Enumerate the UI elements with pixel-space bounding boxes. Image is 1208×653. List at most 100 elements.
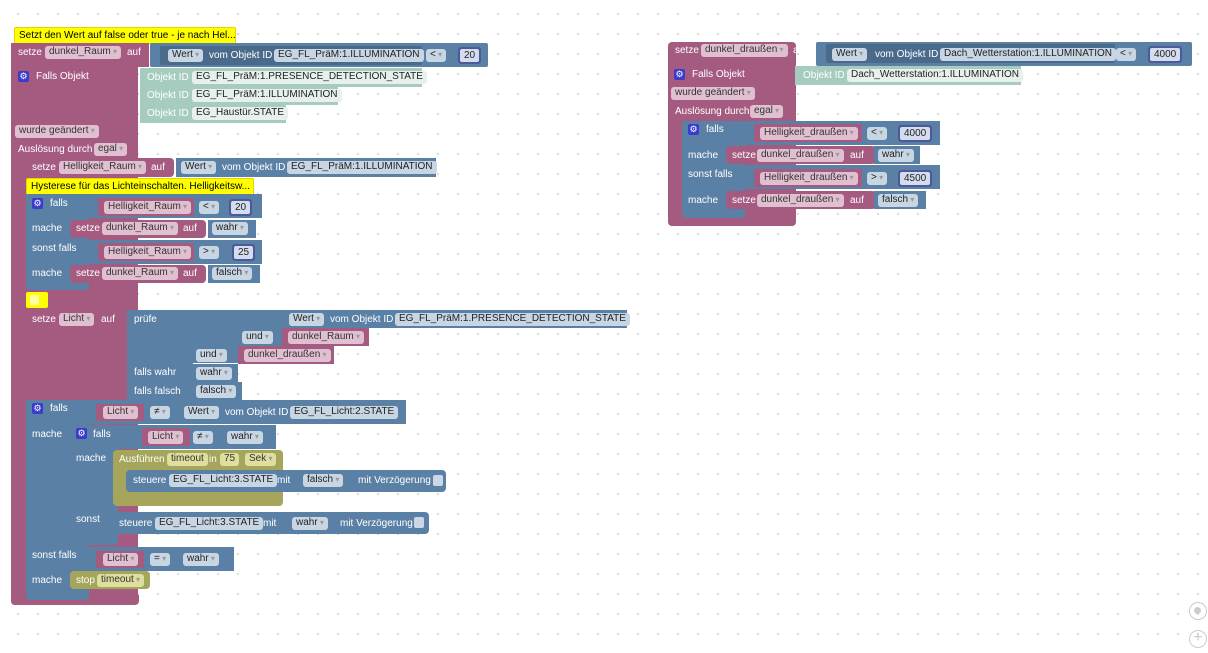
unit-dropdown[interactable]: Sek xyxy=(245,453,277,466)
bool-dropdown[interactable]: falsch xyxy=(196,385,237,398)
gear-icon[interactable]: ⚙ xyxy=(674,69,685,80)
mache-label: mache xyxy=(688,150,719,161)
mit-label: mit xyxy=(277,475,291,486)
var-dropdown[interactable]: dunkel_Raum xyxy=(288,331,364,344)
trigger-object-id[interactable]: EG_FL_PräM:1.ILLUMINATION xyxy=(192,89,342,102)
number-value[interactable]: 20 xyxy=(231,201,251,214)
ack-dropdown[interactable]: egal xyxy=(750,105,784,118)
objekt-id-label: Objekt ID xyxy=(147,90,189,101)
operator-dropdown[interactable]: > xyxy=(867,172,888,185)
comment-1[interactable]: Setzt den Wert auf false oder true - je … xyxy=(14,27,236,44)
bool-dropdown[interactable]: wahr xyxy=(196,367,232,380)
number-value[interactable]: 25 xyxy=(234,246,254,259)
wert-dropdown[interactable]: Wert xyxy=(168,49,204,62)
plus-icon[interactable]: + xyxy=(1189,630,1207,648)
event-type-dropdown[interactable]: wurde geändert xyxy=(15,125,99,138)
gear-icon[interactable]: ⚙ xyxy=(688,124,699,135)
gear-icon[interactable]: ⚙ xyxy=(18,71,29,82)
gear-icon[interactable]: ⚙ xyxy=(32,198,43,209)
var-dropdown[interactable]: Licht xyxy=(103,406,139,419)
operator-dropdown[interactable]: < xyxy=(199,201,220,214)
logic-dropdown[interactable]: und xyxy=(196,349,227,362)
mache-label: mache xyxy=(688,195,719,206)
bool-dropdown[interactable]: wahr xyxy=(292,517,328,530)
operator-dropdown[interactable]: > xyxy=(199,246,220,259)
number-value[interactable]: 4500 xyxy=(900,172,931,185)
var-dropdown[interactable]: Helligkeit_Raum xyxy=(104,201,192,214)
falls-label: falls xyxy=(93,429,111,440)
bool-dropdown[interactable]: wahr xyxy=(878,149,914,162)
delay-checkbox[interactable] xyxy=(414,517,424,528)
operator-dropdown[interactable]: = xyxy=(150,553,171,566)
var-dropdown[interactable]: Helligkeit_draußen xyxy=(760,172,858,185)
var-dropdown[interactable]: Helligkeit_Raum xyxy=(104,246,192,259)
bool-dropdown[interactable]: wahr xyxy=(227,431,263,444)
auf-label: auf xyxy=(850,195,864,206)
var-dropdown[interactable]: Helligkeit_draußen xyxy=(760,127,858,140)
number-value[interactable]: 4000 xyxy=(900,127,931,140)
delay-field[interactable]: 75 xyxy=(220,453,240,466)
bool-dropdown[interactable]: falsch xyxy=(303,474,344,487)
var-dropdown[interactable]: Helligkeit_Raum xyxy=(59,161,147,174)
number-block[interactable]: 4000 xyxy=(1148,46,1183,63)
gear-icon[interactable]: ⚙ xyxy=(32,403,43,414)
trigger-object-id[interactable]: EG_FL_PräM:1.PRESENCE_DETECTION_STATE xyxy=(192,71,427,84)
var-dropdown[interactable]: Licht xyxy=(59,313,95,326)
number-value[interactable]: 4000 xyxy=(1150,48,1181,61)
falls-label: falls xyxy=(50,198,68,209)
wert-dropdown[interactable]: Wert xyxy=(289,313,325,326)
number-value[interactable]: 20 xyxy=(460,49,480,62)
event-type-dropdown[interactable]: wurde geändert xyxy=(671,87,755,100)
var-dropdown[interactable]: dunkel_draußen xyxy=(757,194,844,207)
object-id-field[interactable]: EG_FL_Licht:2.STATE xyxy=(290,406,399,419)
object-id-field[interactable]: EG_FL_PräM:1.ILLUMINATION xyxy=(274,49,424,62)
var-dropdown[interactable]: dunkel_draußen xyxy=(244,349,331,362)
operator-dropdown[interactable]: ≠ xyxy=(150,406,170,419)
vom-objekt-label: vom Objekt ID xyxy=(225,407,289,418)
comment-2[interactable]: Hysterese für das Lichteinschalten. Hell… xyxy=(26,178,254,195)
logic-dropdown[interactable]: und xyxy=(242,331,273,344)
timeout-name-field[interactable]: timeout xyxy=(167,453,208,466)
trigger-object-id[interactable]: Dach_Wetterstation:1.ILLUMINATION xyxy=(847,69,1024,82)
object-id-field[interactable]: EG_FL_Licht:3.STATE xyxy=(169,474,278,487)
bool-dropdown[interactable]: falsch xyxy=(212,267,253,280)
number-block[interactable]: 20 xyxy=(229,199,253,216)
wert-dropdown[interactable]: Wert xyxy=(184,406,220,419)
bool-dropdown[interactable]: falsch xyxy=(878,194,919,207)
var-dropdown[interactable]: Licht xyxy=(148,431,184,444)
var-dropdown[interactable]: dunkel_Raum xyxy=(45,46,121,59)
trigger-object-id[interactable]: EG_Haustür.STATE xyxy=(192,107,288,120)
objekt-id-label: Objekt ID xyxy=(147,108,189,119)
ternary-block[interactable] xyxy=(127,310,193,400)
object-id-field[interactable]: EG_FL_PräM:1.ILLUMINATION xyxy=(287,161,437,174)
operator-dropdown[interactable]: < xyxy=(867,127,888,140)
number-block[interactable]: 25 xyxy=(232,244,256,261)
gear-icon[interactable]: ⚙ xyxy=(76,428,87,439)
object-id-field[interactable]: EG_FL_PräM:1.PRESENCE_DETECTION_STATE xyxy=(395,313,630,326)
bool-dropdown[interactable]: wahr xyxy=(183,553,219,566)
operator-dropdown[interactable]: ≠ xyxy=(193,431,213,444)
number-block[interactable]: 4000 xyxy=(898,125,933,142)
wert-dropdown[interactable]: Wert xyxy=(832,48,868,61)
sonst-falls-label: sonst falls xyxy=(688,169,733,180)
trigger-block-bottom xyxy=(11,595,139,605)
var-dropdown[interactable]: Licht xyxy=(103,553,139,566)
objekt-id-label: Objekt ID xyxy=(147,72,189,83)
delay-checkbox[interactable] xyxy=(433,475,443,486)
var-dropdown[interactable]: dunkel_draußen xyxy=(701,44,788,57)
operator-dropdown[interactable]: < xyxy=(426,49,447,62)
auf-label: auf xyxy=(850,150,864,161)
operator-dropdown[interactable]: < xyxy=(1116,48,1137,61)
timeout-dropdown[interactable]: timeout xyxy=(97,574,145,587)
object-id-field[interactable]: Dach_Wetterstation:1.ILLUMINATION xyxy=(940,48,1117,61)
var-dropdown[interactable]: dunkel_Raum xyxy=(102,267,178,280)
number-block[interactable]: 4500 xyxy=(898,170,933,187)
bool-dropdown[interactable]: wahr xyxy=(212,222,248,235)
var-dropdown[interactable]: dunkel_Raum xyxy=(102,222,178,235)
ack-dropdown[interactable]: egal xyxy=(94,143,128,156)
target-icon[interactable] xyxy=(1189,602,1207,620)
number-block[interactable]: 20 xyxy=(458,47,482,64)
object-id-field[interactable]: EG_FL_Licht:3.STATE xyxy=(155,517,264,530)
wert-dropdown[interactable]: Wert xyxy=(181,161,217,174)
var-dropdown[interactable]: dunkel_draußen xyxy=(757,149,844,162)
